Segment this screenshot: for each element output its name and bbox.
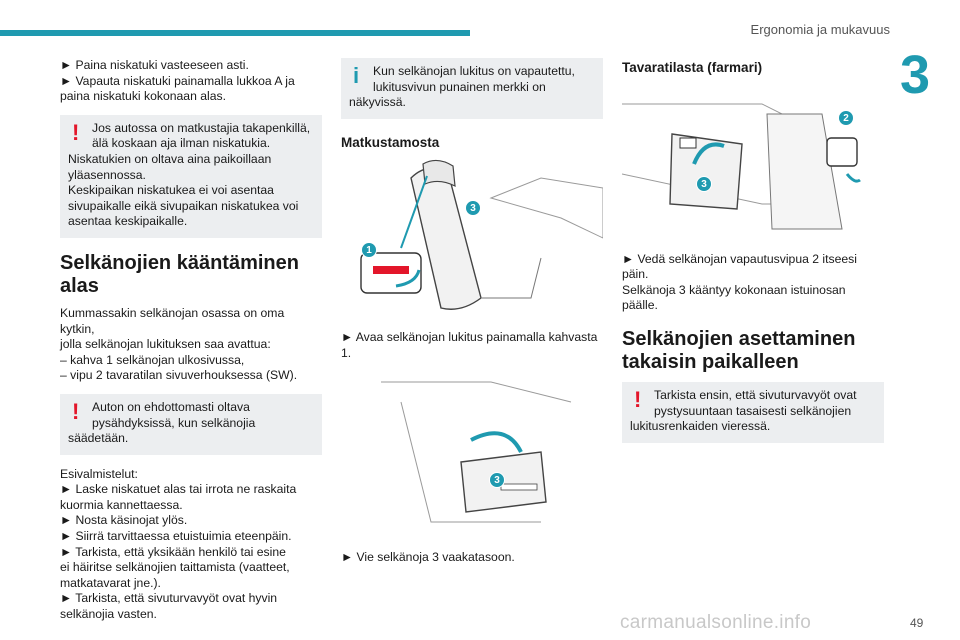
subheading-from-boot: Tavaratilasta (farmari): [622, 60, 763, 75]
warning-box-seatbelts: ! Tarkista ensin, että sivuturvavyöt ova…: [622, 381, 884, 443]
warning-icon: !: [72, 398, 80, 424]
header-accent-bar: [0, 30, 470, 36]
info-icon: i: [353, 63, 360, 88]
subheading-from-cabin: Matkustamosta: [341, 134, 440, 150]
heading-returning: Selkänojien asettaminen takaisin paikall…: [622, 327, 856, 373]
seat-handle-illustration: [360, 160, 604, 311]
paragraph-controls: Kummassakin selkänojan osassa on oma kyt…: [60, 305, 298, 383]
warning-box-headrests: ! Jos autossa on matkustajia takapenkill…: [60, 114, 322, 238]
column-middle: i Kun selkänojan lukitus on vapautettu, …: [341, 58, 604, 575]
boot-lever-illustration: [621, 103, 861, 230]
warning-icon: !: [634, 386, 642, 412]
callout-3: 3: [696, 175, 712, 192]
warning-icon: !: [72, 119, 80, 145]
callout-3: 3: [489, 471, 505, 488]
column-right: Tavaratilasta (farmari) 2 3 ► Vedä selkä…: [621, 58, 884, 455]
figure-seat-release-handle: 1 3: [341, 158, 604, 318]
warning-box-stopped: ! Auton on ehdottomasti oltava pysähdyks…: [60, 393, 322, 455]
callout-2: 2: [838, 109, 854, 126]
info-box-lock-indicator: i Kun selkänojan lukitus on vapautettu, …: [341, 58, 603, 119]
callout-3: 3: [465, 200, 481, 217]
paragraph-open-lock: ► Avaa selkänojan lukitus painamalla kah…: [341, 330, 598, 360]
instructions-headrest: ► Paina niskatuki vasteeseen asti. ► Vap…: [60, 58, 295, 104]
figure-seat-folded: 3: [341, 372, 603, 538]
page-number: 49: [910, 616, 924, 630]
callout-1: 1: [361, 242, 377, 259]
folded-seat-illustration: [381, 381, 572, 523]
watermark: carmanualsonline.info: [620, 612, 812, 633]
paragraph-pull-lever: ► Vedä selkänojan vapautusvipua 2 itsees…: [622, 251, 857, 313]
section-title: Ergonomia ja mukavuus: [750, 22, 890, 37]
figure-boot-lever: 2 3: [621, 84, 884, 234]
chapter-number: 3: [900, 45, 931, 105]
heading-folding: Selkänojien kääntäminen alas: [60, 251, 299, 297]
column-left: ► Paina niskatuki vasteeseen asti. ► Vap…: [60, 58, 322, 633]
paragraph-horizontal: ► Vie selkänoja 3 vaakatasoon.: [341, 549, 515, 564]
paragraph-preparations: Esivalmistelut: ► Laske niskatuet alas t…: [60, 466, 297, 622]
